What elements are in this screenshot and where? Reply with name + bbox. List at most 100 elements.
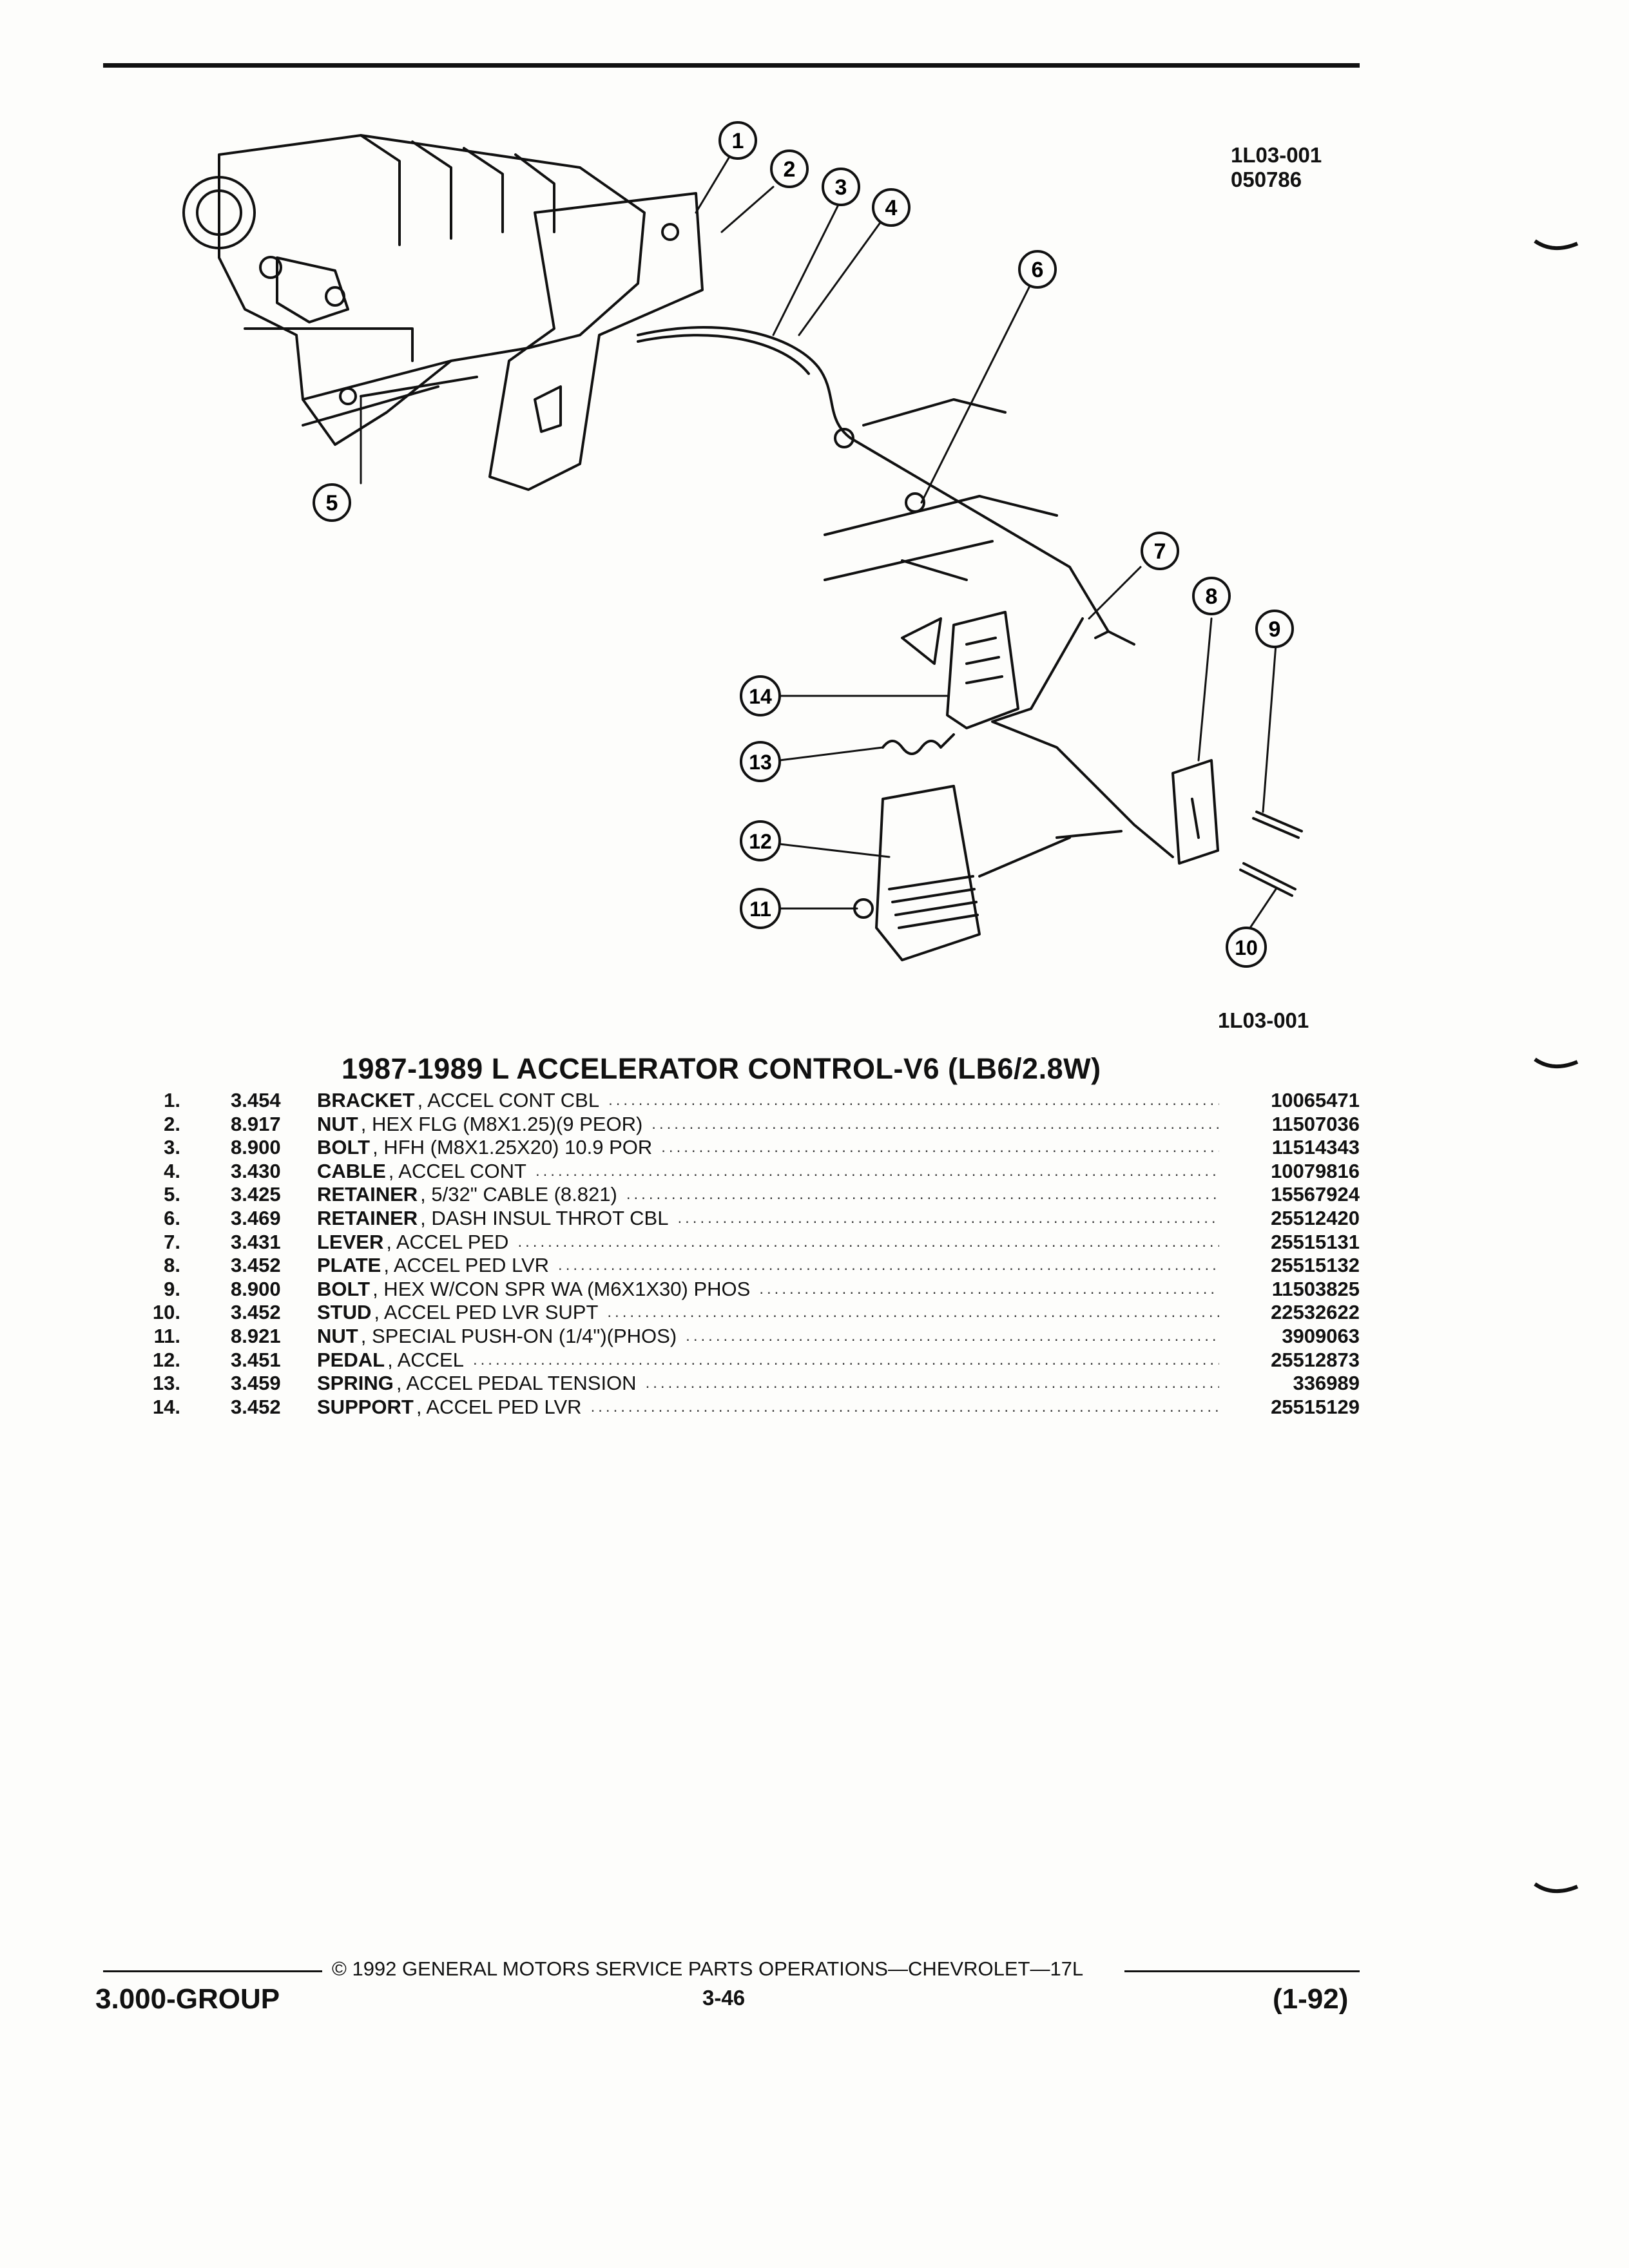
part-name: BRACKET [317, 1089, 415, 1111]
part-name: BOLT [317, 1277, 371, 1300]
part-index: 7. [164, 1230, 180, 1253]
accel-lever-plate-shape [1171, 759, 1219, 865]
svg-text:2: 2 [784, 157, 796, 182]
part-name: SUPPORT [317, 1395, 414, 1418]
leader-dots: ........................................… [535, 1162, 1219, 1180]
part-detail: , ACCEL PED LVR [383, 1254, 550, 1277]
part-number: 25515132 [1271, 1254, 1360, 1277]
svg-text:1: 1 [732, 129, 744, 153]
svg-text:13: 13 [749, 751, 772, 774]
part-detail: , ACCEL CONT CBL [417, 1089, 600, 1111]
part-name: PLATE [317, 1254, 381, 1277]
part-group-code: 3.459 [231, 1372, 281, 1395]
part-group-code: 8.900 [231, 1277, 281, 1300]
accel-lever-shape [991, 617, 1174, 858]
callout-12: 12 [740, 820, 781, 861]
leader-dots: ........................................… [607, 1303, 1219, 1321]
part-description: NUT, SPECIAL PUSH-ON (1/4")(PHOS).......… [317, 1325, 1219, 1349]
dash-panel-lines [824, 398, 1058, 581]
leader-dots: ........................................… [590, 1398, 1219, 1416]
callout-13: 13 [740, 741, 781, 782]
part-detail: , HFH (M8X1.25X20) 10.9 POR [372, 1136, 653, 1159]
part-detail: , HEX W/CON SPR WA (M6X1X30) PHOS [372, 1277, 751, 1300]
part-group-code: 3.425 [231, 1183, 281, 1206]
accel-spring-shape [882, 733, 955, 755]
part-detail: , ACCEL PED LVR SUPT [374, 1301, 599, 1324]
part-index: 4. [164, 1159, 180, 1182]
page-title: 1987-1989 L ACCELERATOR CONTROL-V6 (LB6/… [342, 1052, 1101, 1085]
part-row: 2. 8.917 NUT, HEX FLG (M8X1.25)(9 PEOR)...… [148, 1113, 1360, 1137]
callout-7: 7 [1141, 532, 1179, 570]
leader-dots: ........................................… [608, 1091, 1219, 1109]
footer-rule-right [1124, 1970, 1360, 1972]
callout-14: 14 [740, 675, 781, 716]
engine-assembly [182, 134, 646, 446]
part-group-code: 3.452 [231, 1301, 281, 1324]
part-row: 6. 3.469 RETAINER, DASH INSUL THROT CBL...… [148, 1207, 1360, 1231]
callout-circles: 1 2 3 4 5 6 7 8 9 10 11 12 13 14 [313, 121, 1294, 968]
svg-text:7: 7 [1154, 539, 1166, 564]
part-group-code: 3.452 [231, 1254, 281, 1277]
callout-9: 9 [1255, 610, 1294, 648]
punch-mark-1 [1534, 239, 1579, 251]
leader-dots: ........................................… [517, 1233, 1219, 1251]
callout-5: 5 [313, 483, 351, 522]
part-description: LEVER, ACCEL PED........................… [317, 1231, 1219, 1254]
footer-rule-left [103, 1970, 322, 1972]
part-number: 22532622 [1271, 1301, 1360, 1324]
part-index: 3. [164, 1136, 180, 1159]
part-name: RETAINER [317, 1206, 418, 1229]
part-row: 7. 3.431 LEVER, ACCEL PED.................… [148, 1231, 1360, 1254]
part-number: 25515131 [1271, 1230, 1360, 1253]
part-row: 9. 8.900 BOLT, HEX W/CON SPR WA (M6X1X30) … [148, 1278, 1360, 1302]
leader-dots: ........................................… [558, 1256, 1219, 1274]
part-name: SPRING [317, 1372, 394, 1395]
part-description: NUT, HEX FLG (M8X1.25)(9 PEOR)..........… [317, 1113, 1219, 1137]
part-index: 9. [164, 1277, 180, 1300]
leader-dots: ........................................… [661, 1139, 1219, 1157]
part-index: 2. [164, 1112, 180, 1135]
part-row: 10. 3.452 STUD, ACCEL PED LVR SUPT........… [148, 1301, 1360, 1325]
part-detail: , 5/32" CABLE (8.821) [420, 1183, 617, 1206]
part-group-code: 3.452 [231, 1395, 281, 1418]
callout-10: 10 [1226, 927, 1267, 968]
diagram-id-bottom: 1L03-001 [1218, 1008, 1309, 1032]
svg-text:11: 11 [749, 898, 771, 921]
part-number: 25512420 [1271, 1206, 1360, 1229]
part-description: BOLT, HFH (M8X1.25X20) 10.9 POR.........… [317, 1136, 1219, 1160]
part-group-code: 3.431 [231, 1230, 281, 1253]
part-index: 1. [164, 1089, 180, 1111]
part-description: PLATE, ACCEL PED LVR....................… [317, 1254, 1219, 1278]
part-name: STUD [317, 1301, 372, 1324]
part-number: 25512873 [1271, 1348, 1360, 1371]
part-description: CABLE, ACCEL CONT.......................… [317, 1160, 1219, 1184]
part-index: 6. [164, 1206, 180, 1229]
copyright-line: © 1992 GENERAL MOTORS SERVICE PARTS OPER… [332, 1957, 1084, 1980]
part-detail: , ACCEL PEDAL TENSION [396, 1372, 637, 1395]
part-number: 10079816 [1271, 1159, 1360, 1182]
part-number: 11514343 [1271, 1136, 1360, 1159]
part-index: 10. [152, 1301, 180, 1324]
part-name: BOLT [317, 1136, 371, 1159]
diagram-id-top: 1L03-001 [1231, 143, 1322, 167]
part-group-code: 8.917 [231, 1112, 281, 1135]
part-group-code: 3.451 [231, 1348, 281, 1371]
group-label: 3.000-GROUP [95, 1983, 280, 2015]
svg-text:10: 10 [1235, 936, 1258, 959]
leader-dots: ........................................… [677, 1209, 1219, 1227]
svg-text:12: 12 [749, 830, 772, 853]
callout-2: 2 [770, 149, 809, 188]
accel-cable-bracket-shape [488, 192, 704, 491]
part-group-code: 3.469 [231, 1206, 281, 1229]
part-name: NUT [317, 1112, 358, 1135]
part-detail: , ACCEL [387, 1348, 464, 1371]
part-detail: , ACCEL PED LVR [416, 1395, 582, 1418]
part-description: RETAINER, DASH INSUL THROT CBL..........… [317, 1207, 1219, 1231]
part-detail: , SPECIAL PUSH-ON (1/4")(PHOS) [360, 1324, 677, 1347]
part-group-code: 3.430 [231, 1159, 281, 1182]
part-name: PEDAL [317, 1348, 385, 1371]
accel-pedal-shape [875, 785, 1071, 961]
